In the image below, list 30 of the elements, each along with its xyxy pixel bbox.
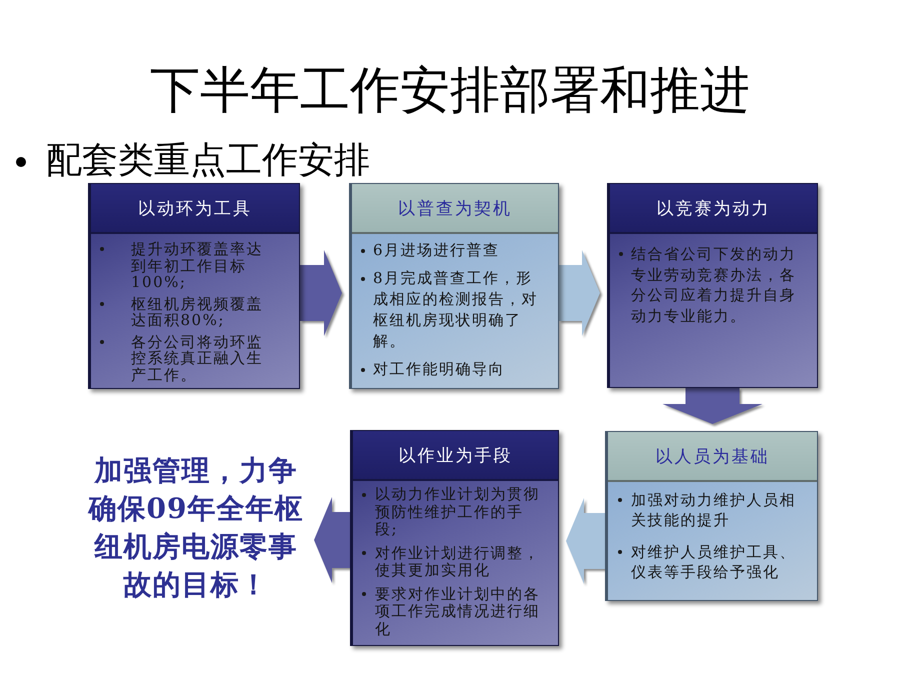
block-arrow <box>300 250 342 336</box>
process-card <box>607 183 818 388</box>
bullet-text: 以动力作业计划为贯彻预防性维护工作的手段; <box>375 486 541 538</box>
slide-title: 下半年工作安排部署和推进 <box>149 60 751 121</box>
bullet-text: 各分公司将动环监控系统真正融入生产工作。 <box>131 334 264 383</box>
block-arrow <box>314 497 350 583</box>
bullet-text: 加强对动力维护人员相关技能的提升 <box>631 490 797 530</box>
block-arrow <box>559 250 600 336</box>
card-header: 以人员为基础 <box>608 432 817 482</box>
block-arrow <box>566 498 605 584</box>
bullet-text: 对维护人员维护工具、仪表等手段给予强化 <box>631 542 797 582</box>
block-arrow <box>662 388 762 424</box>
bullet-text: 提升动环覆盖率达到年初工作目标100%; <box>131 241 264 290</box>
goal-text: 加强管理，力争确保09年全年枢纽机房电源零事故的目标！ <box>85 452 307 604</box>
bullet-text: 对作业计划进行调整，使其更加实用化 <box>375 544 541 580</box>
section-heading: 配套类重点工作安排 <box>46 140 370 182</box>
card-header: 以作业为手段 <box>353 431 558 481</box>
process-card <box>350 430 559 646</box>
card-header: 以普查为契机 <box>352 184 558 234</box>
bullet-text: 6月进场进行普查 <box>373 240 501 261</box>
bullet-text: 枢纽机房视频覆盖达面积80%; <box>131 296 264 328</box>
card-header: 以动环为工具 <box>91 184 299 234</box>
bullet-text: 结合省公司下发的动力专业劳动竞赛办法，各分公司应着力提升自身动力专业能力。 <box>631 244 797 326</box>
card-header: 以竞赛为动力 <box>610 184 817 234</box>
bullet-text: 要求对作业计划中的各项工作完成情况进行细化 <box>375 586 541 638</box>
bullet-text: 8月完成普查工作，形成相应的检测报告，对枢纽机房现状明确了解。 <box>373 268 539 352</box>
process-card <box>349 183 559 389</box>
process-card <box>88 183 300 389</box>
bullet-text: 对工作能明确导向 <box>373 359 506 380</box>
process-card <box>605 431 818 601</box>
